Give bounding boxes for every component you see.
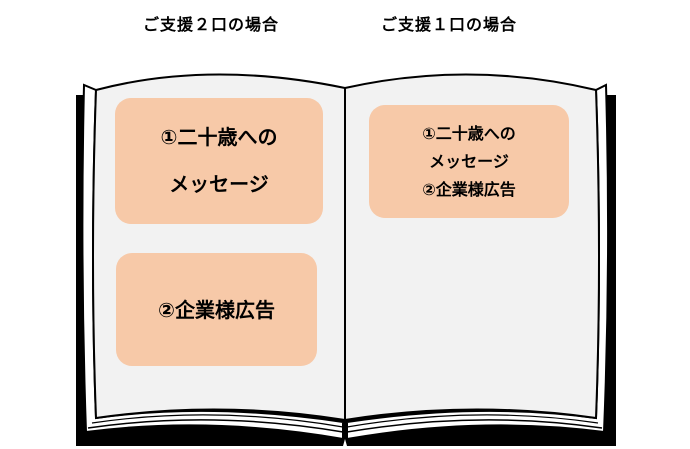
message-card-line2: メッセージ (169, 172, 269, 196)
caption-one-unit: ご支援１口の場合 (381, 15, 518, 34)
message-card-line1: ①二十歳への (160, 125, 278, 149)
message-card-two-units: ①二十歳への メッセージ (115, 98, 323, 224)
combined-card-one-unit: ①二十歳への メッセージ ②企業様広告 (369, 105, 569, 218)
ad-card-two-units: ②企業様広告 (116, 253, 317, 366)
combined-card-line1: ①二十歳への (422, 123, 516, 143)
caption-two-units: ご支援２口の場合 (143, 15, 280, 34)
combined-card-line3: ②企業様広告 (422, 179, 516, 199)
ad-card-text: ②企業様広告 (158, 297, 275, 322)
combined-card-line2: メッセージ (429, 151, 509, 171)
